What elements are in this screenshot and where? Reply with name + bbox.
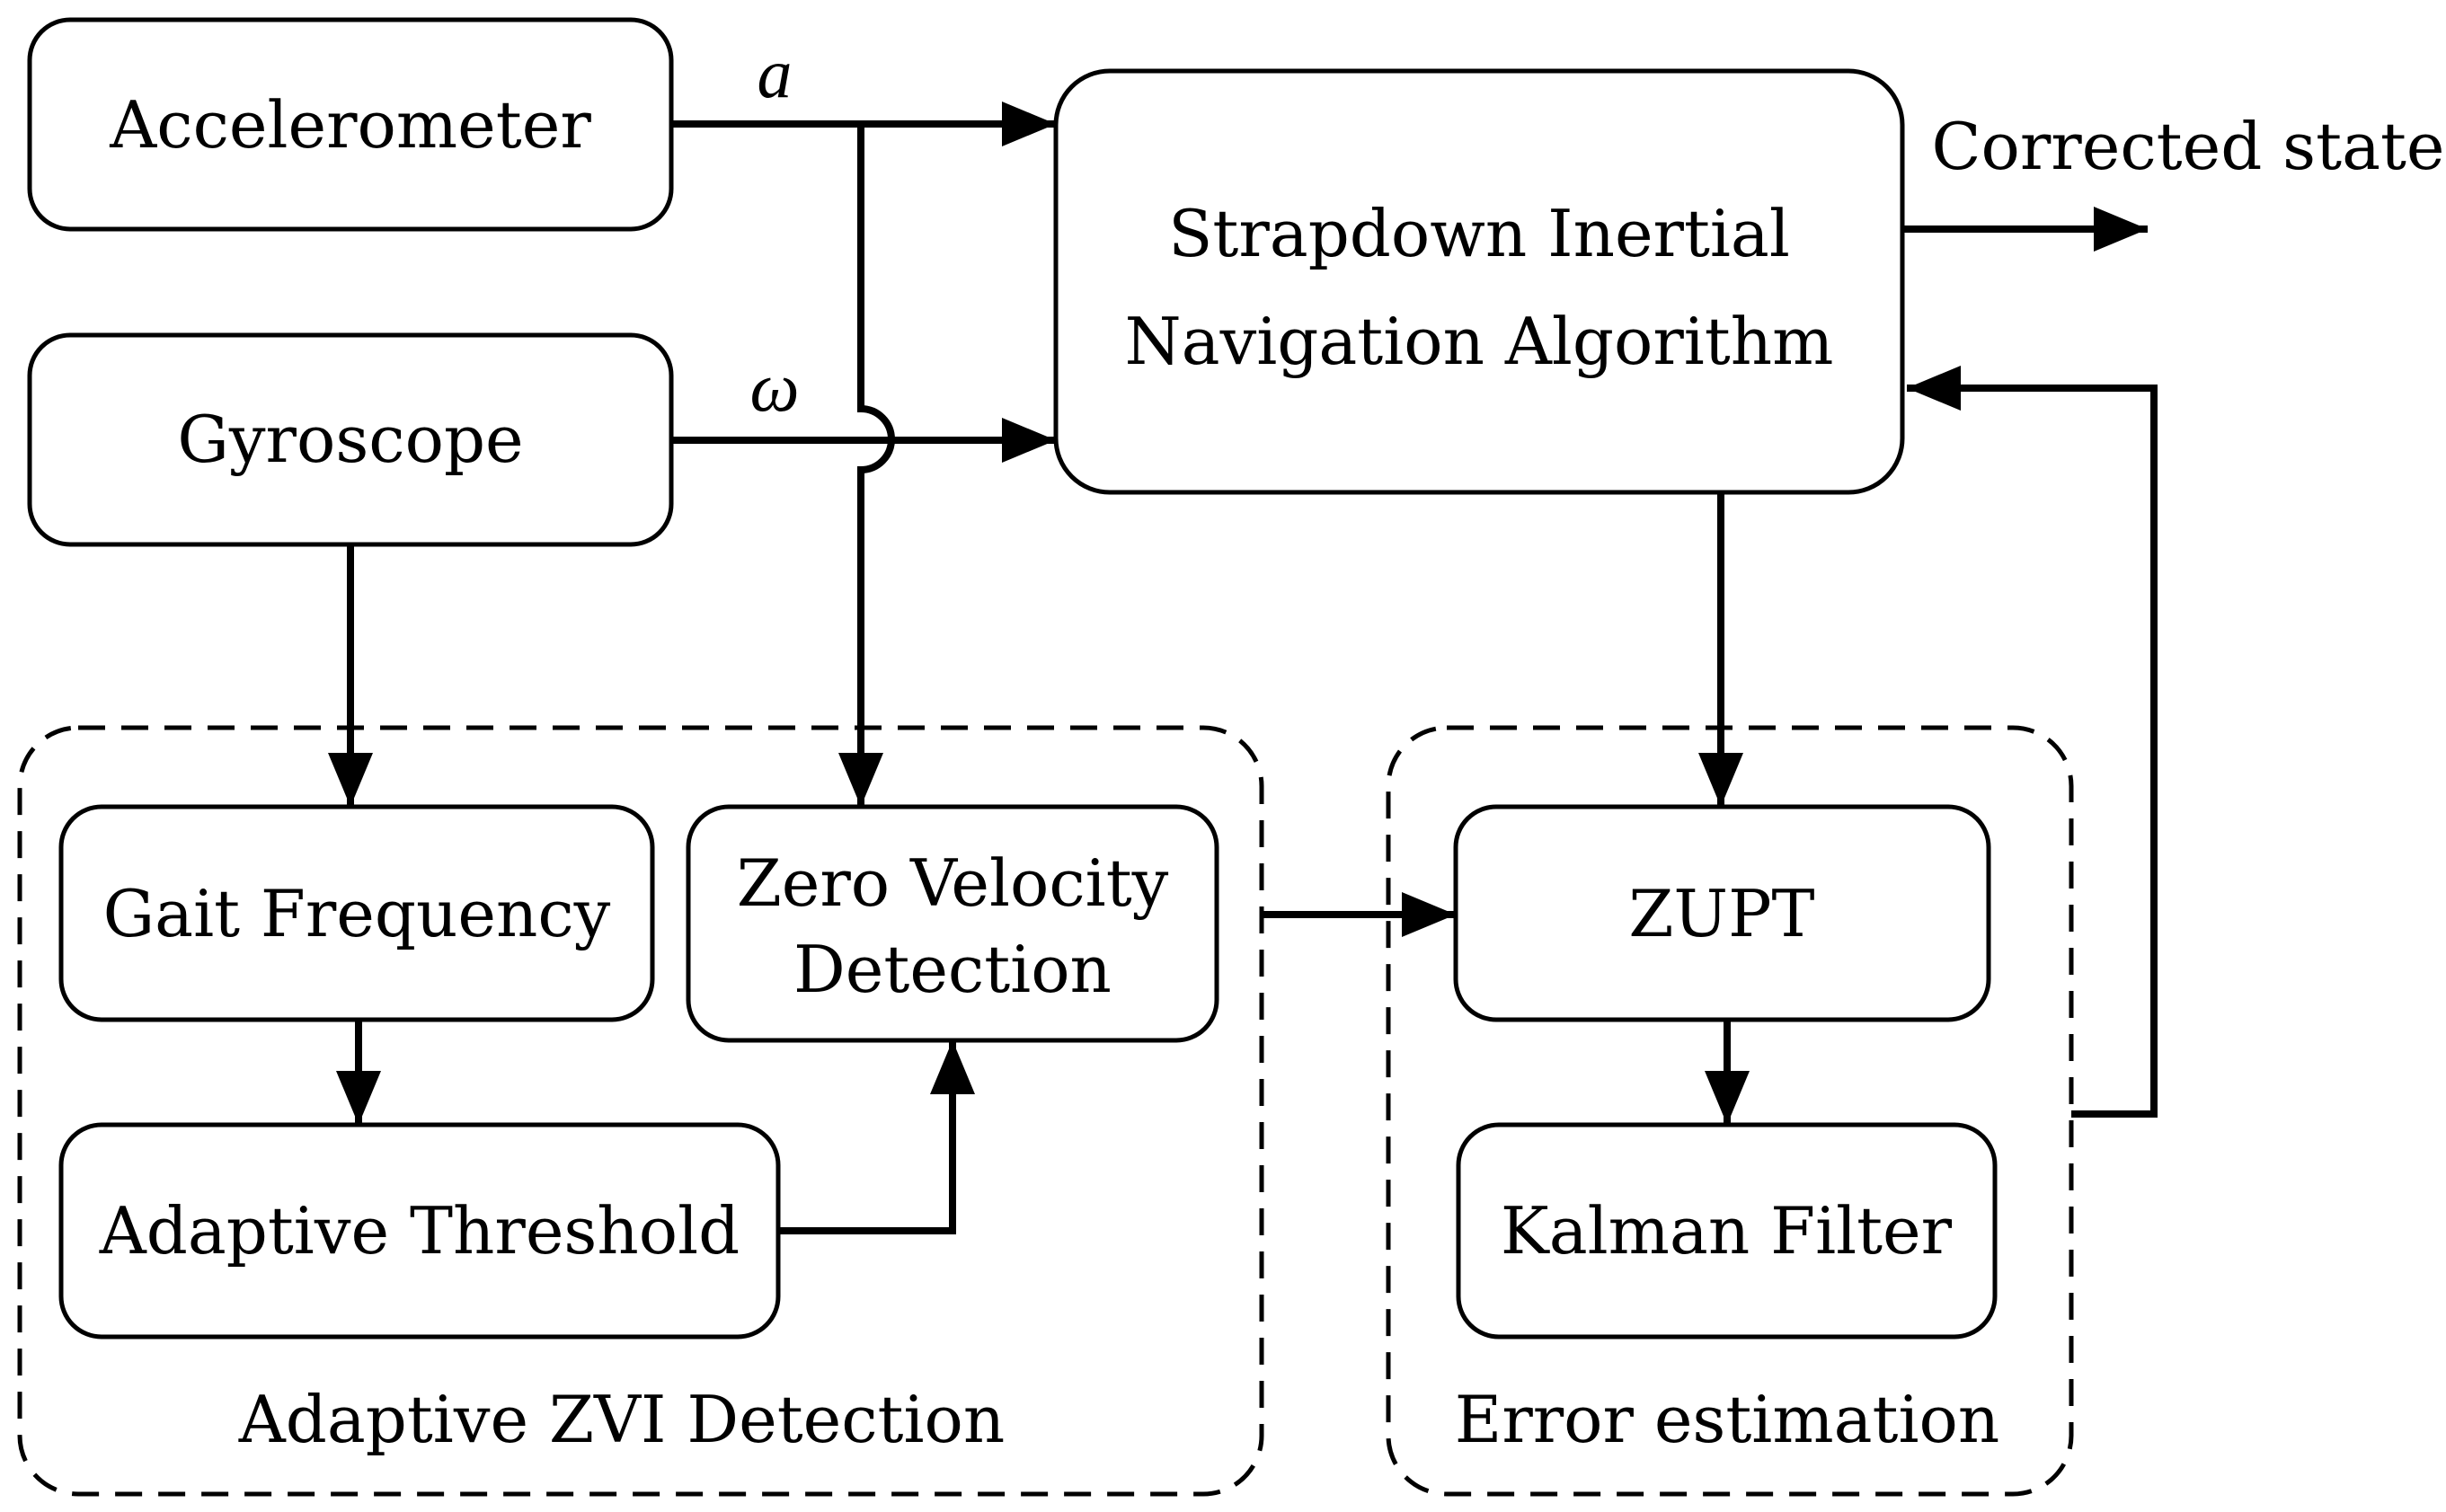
adaptive-zvi-detection-group (17, 725, 1264, 1497)
error-estimation-group (1386, 725, 2074, 1497)
accelerometer-box (27, 17, 674, 232)
adaptive-zvi-detection-label: Adaptive ZVI Detection (238, 1382, 1005, 1457)
gyroscope-label: Gyroscope (177, 402, 523, 477)
sins-box (1053, 68, 1905, 495)
sins-label-line1: Strapdown Inertial (1168, 196, 1790, 271)
accel-to-zero-velocity-arrow (838, 124, 895, 807)
gait-frequency-label: Gait Frequency (103, 876, 611, 951)
kalman-filter-label: Kalman Filter (1501, 1193, 1953, 1269)
zero-velocity-label-line2: Detection (793, 932, 1112, 1007)
threshold-to-zero-velocity-arrow (778, 1040, 975, 1234)
feedback-to-sins-arrow (1907, 366, 2158, 1118)
adaptive-threshold-label: Adaptive Threshold (99, 1193, 740, 1269)
kalman-filter-box (1456, 1122, 1998, 1340)
gyro-symbol-label: ω (749, 348, 799, 426)
zero-velocity-label-line1: Zero Velocity (737, 845, 1169, 921)
accel-symbol-label: a (758, 34, 793, 112)
zupt-label: ZUPT (1628, 876, 1814, 951)
adaptive-threshold-box (58, 1122, 781, 1340)
error-estimation-label: Error estimation (1455, 1382, 1999, 1457)
gait-frequency-box (58, 804, 655, 1022)
zero-velocity-detection-box (686, 804, 1219, 1043)
zupt-box (1453, 804, 1991, 1022)
accelerometer-label: Accelerometer (109, 87, 591, 163)
gyroscope-box (27, 332, 674, 547)
corrected-state-label: Corrected state (1931, 109, 2444, 184)
sins-label-line2: Navigation Algorithm (1125, 304, 1834, 379)
